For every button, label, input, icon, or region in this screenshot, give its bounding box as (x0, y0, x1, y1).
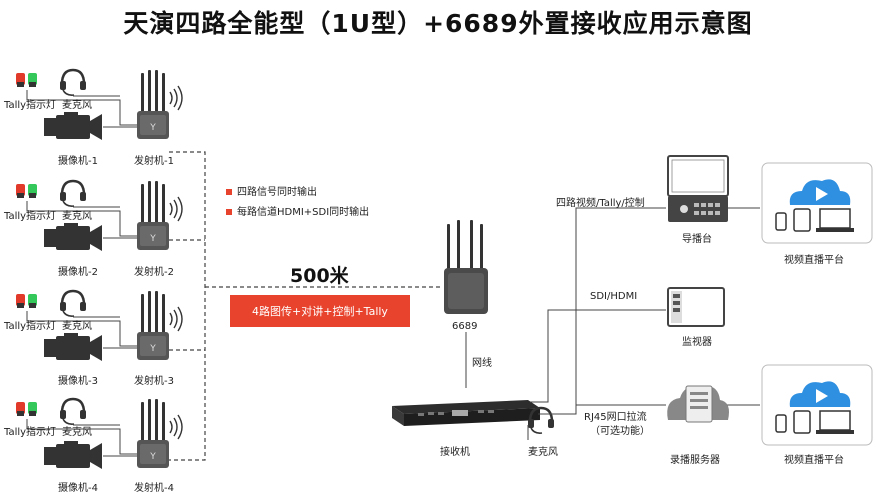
server-label: 录播服务器 (670, 455, 720, 466)
network-cable-label: 网线 (472, 358, 492, 369)
camera-label: 摄像机-3 (58, 376, 98, 387)
rack-receiver-icon (392, 400, 540, 426)
tally-lights-icon (16, 73, 37, 87)
wireless-dashed-links (169, 151, 440, 461)
bullet-square-icon (226, 189, 232, 195)
camera-icon (44, 223, 102, 251)
camera-label: 摄像机-1 (58, 156, 98, 167)
transmitter-label: 发射机-4 (134, 483, 174, 494)
headset-icon (58, 397, 88, 426)
page-title: 天演四路全能型（1U型）+6689外置接收应用示意图 (123, 9, 753, 38)
tally-lights-icon (16, 402, 37, 416)
transmitter-label: 发射机-3 (134, 376, 174, 387)
mic-label: 麦克风 (62, 321, 92, 332)
tally-lights-icon (16, 184, 37, 198)
transmitter-icon (137, 399, 169, 468)
receiver-mic-label: 麦克风 (528, 447, 558, 458)
mic-label: 麦克风 (62, 427, 92, 438)
link-feature-box: 4路图传+对讲+控制+Tally (230, 295, 410, 327)
receiver-headset-icon (526, 406, 556, 435)
headset-icon (58, 289, 88, 318)
server-link-label: RJ45网口拉流 (584, 412, 647, 423)
transmitter-label: 发射机-2 (134, 267, 174, 278)
mic-label: 麦克风 (62, 211, 92, 222)
live-platform-label: 视频直播平台 (784, 455, 844, 466)
wireless-waves-icon (169, 196, 183, 222)
tally-label: Tally指示灯 (4, 427, 57, 438)
live-platform-icon-2 (761, 364, 873, 446)
monitor-icon (667, 287, 725, 327)
receiver-label: 接收机 (440, 447, 470, 458)
feature-bullet: 四路信号同时输出 (226, 183, 317, 198)
switcher-label: 导播台 (682, 234, 712, 245)
camera-icon (44, 333, 102, 361)
headset-icon (58, 179, 88, 208)
monitor-link-label: SDI/HDMI (590, 291, 638, 302)
camera-label: 摄像机-4 (58, 483, 98, 494)
distance-label: 500米 (290, 265, 349, 287)
wireless-waves-icon (169, 414, 183, 440)
switcher-link-label: 四路视频/Tally/控制 (556, 198, 645, 209)
feature-text: 四路信号同时输出 (237, 187, 317, 198)
switcher-icon (667, 155, 729, 222)
transmitter-icon (137, 70, 169, 139)
bullet-square-icon (226, 209, 232, 215)
tally-label: Tally指示灯 (4, 321, 57, 332)
camera-label: 摄像机-2 (58, 267, 98, 278)
headset-icon (58, 68, 88, 97)
camera-icon (44, 112, 102, 140)
live-platform-label: 视频直播平台 (784, 255, 844, 266)
tally-label: Tally指示灯 (4, 211, 57, 222)
wireless-waves-icon (169, 306, 183, 332)
wireless-waves-icon (169, 85, 183, 111)
channel-connectors (26, 90, 137, 457)
receiver-6689-icon (444, 220, 488, 314)
tally-lights-icon (16, 294, 37, 308)
camera-icon (44, 441, 102, 469)
feature-bullet: 每路信道HDMI+SDI同时输出 (226, 203, 369, 218)
recording-server-icon (667, 385, 729, 423)
tally-label: Tally指示灯 (4, 100, 57, 111)
live-platform-icon-1 (761, 162, 873, 244)
transmitter-label: 发射机-1 (134, 156, 174, 167)
mic-label: 麦克风 (62, 100, 92, 111)
feature-text: 每路信道HDMI+SDI同时输出 (237, 207, 370, 218)
output-lines (530, 207, 760, 415)
monitor-label: 监视器 (682, 337, 712, 348)
transmitter-icon (137, 291, 169, 360)
server-link-note: （可选功能） (590, 426, 650, 437)
transmitter-icon (137, 181, 169, 250)
receiver-6689-label: 6689 (452, 321, 478, 332)
